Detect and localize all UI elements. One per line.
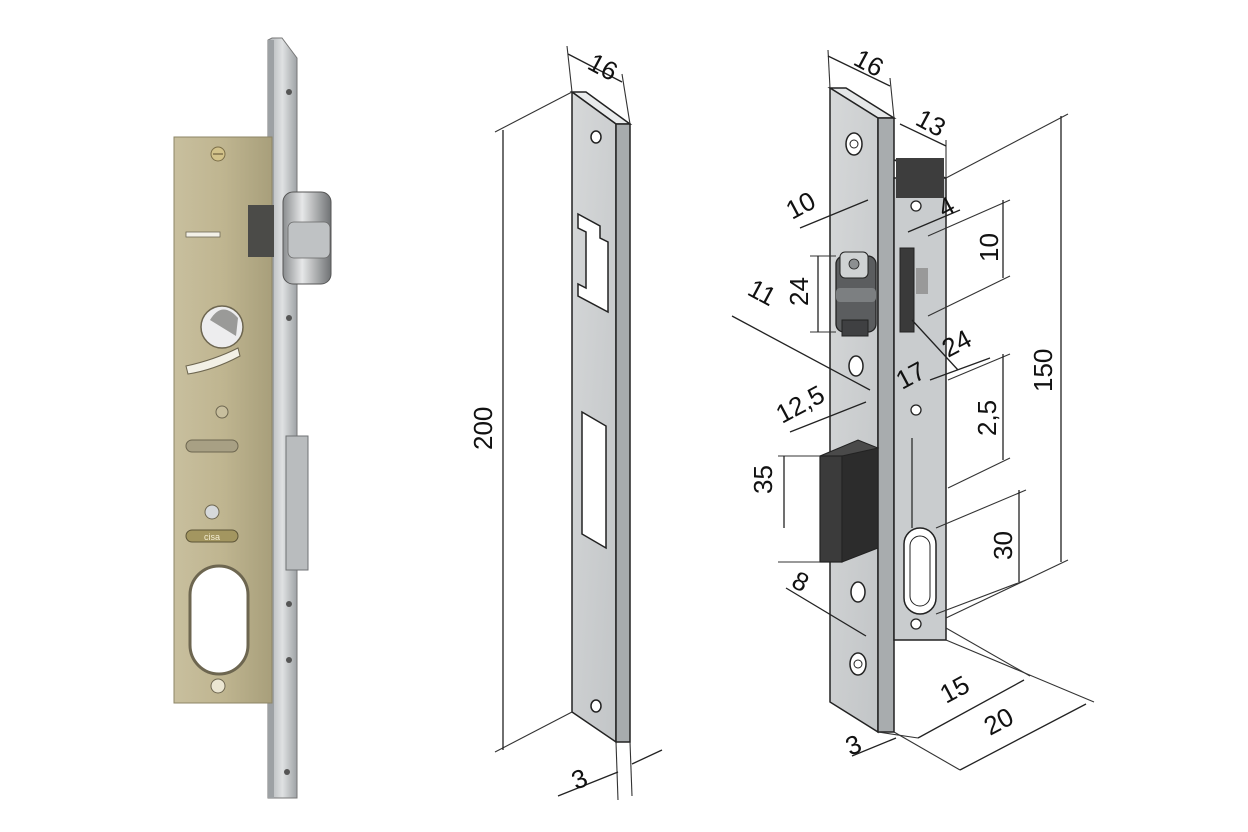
lock-faceplate-hole [850, 581, 866, 603]
photo-screw-mid [215, 405, 229, 419]
lock-deadbolt-side [841, 447, 879, 563]
photo-screw-bottom [210, 678, 226, 694]
photo-latch-housing [248, 205, 274, 257]
lock-case-hole [910, 200, 922, 212]
lock-faceplate-side [877, 117, 895, 733]
lock-photo: cisa [173, 37, 332, 799]
strike-plate-latch-opening [577, 212, 609, 314]
lock-dim-overall-height: 150 [1028, 349, 1058, 392]
strike-dimensions [494, 45, 663, 801]
lock-dim-spacing: 2,5 [972, 400, 1002, 436]
photo-logo-badge [185, 529, 239, 543]
strike-dim-height: 200 [468, 407, 498, 450]
strike-plate [569, 90, 633, 744]
strike-plate-hole-bottom [590, 699, 602, 713]
lock-case-hole [910, 404, 922, 416]
lock-dim-faceplate-thickness: 3 [841, 728, 866, 761]
lock-dim-latch-setback: 11 [743, 273, 781, 312]
lock-dim-backset: 15 [935, 669, 975, 709]
strike-dim-width: 16 [583, 47, 623, 87]
photo-deadbolt [285, 435, 309, 571]
strike-plate-side [615, 123, 631, 743]
lock-faceplate-hole [848, 355, 864, 377]
photo-screw-lower [204, 504, 220, 520]
lock-dim-case-depth: 13 [911, 103, 951, 143]
strike-plate-face [571, 90, 617, 744]
lock-dim-latch-offset: 10 [781, 185, 821, 225]
photo-curved-slot [185, 347, 241, 375]
lock-dimensions [731, 49, 1095, 771]
photo-faceplate-hole [286, 315, 292, 321]
lock-case-hole [910, 618, 922, 630]
lock-deadbolt-face [819, 455, 843, 563]
photo-faceplate-hole [286, 89, 292, 95]
photo-faceplate-hole [284, 769, 290, 775]
lock-dim-cylinder-height: 30 [988, 531, 1018, 560]
lock-body [818, 86, 947, 734]
photo-logo-text: cisa [204, 532, 220, 542]
lock-dim-faceplate-width: 16 [849, 43, 889, 83]
strike-plate-hole-top [590, 130, 602, 144]
photo-cylinder-cutout [188, 564, 250, 676]
lock-faceplate-face [829, 86, 879, 734]
lock-dim-deadbolt-setback: 12,5 [771, 379, 830, 429]
lock-case-latch-window [899, 247, 915, 333]
strike-plate-bolt-opening [581, 410, 607, 550]
photo-slot-small [185, 231, 221, 238]
photo-faceplate-hole [286, 601, 292, 607]
lock-dim-deadbolt-height: 35 [748, 465, 778, 494]
photo-faceplate-hole [286, 657, 292, 663]
photo-slot-wide [185, 439, 239, 453]
lock-cylinder-slot [903, 527, 937, 615]
lock-case-dark [896, 158, 944, 198]
lock-dim-case-width: 20 [979, 701, 1019, 741]
lock-dim-screw-hole: 8 [787, 565, 814, 598]
lock-dim-latch-height: 24 [784, 277, 814, 306]
lock-dim-latch-height-right: 10 [974, 233, 1004, 262]
